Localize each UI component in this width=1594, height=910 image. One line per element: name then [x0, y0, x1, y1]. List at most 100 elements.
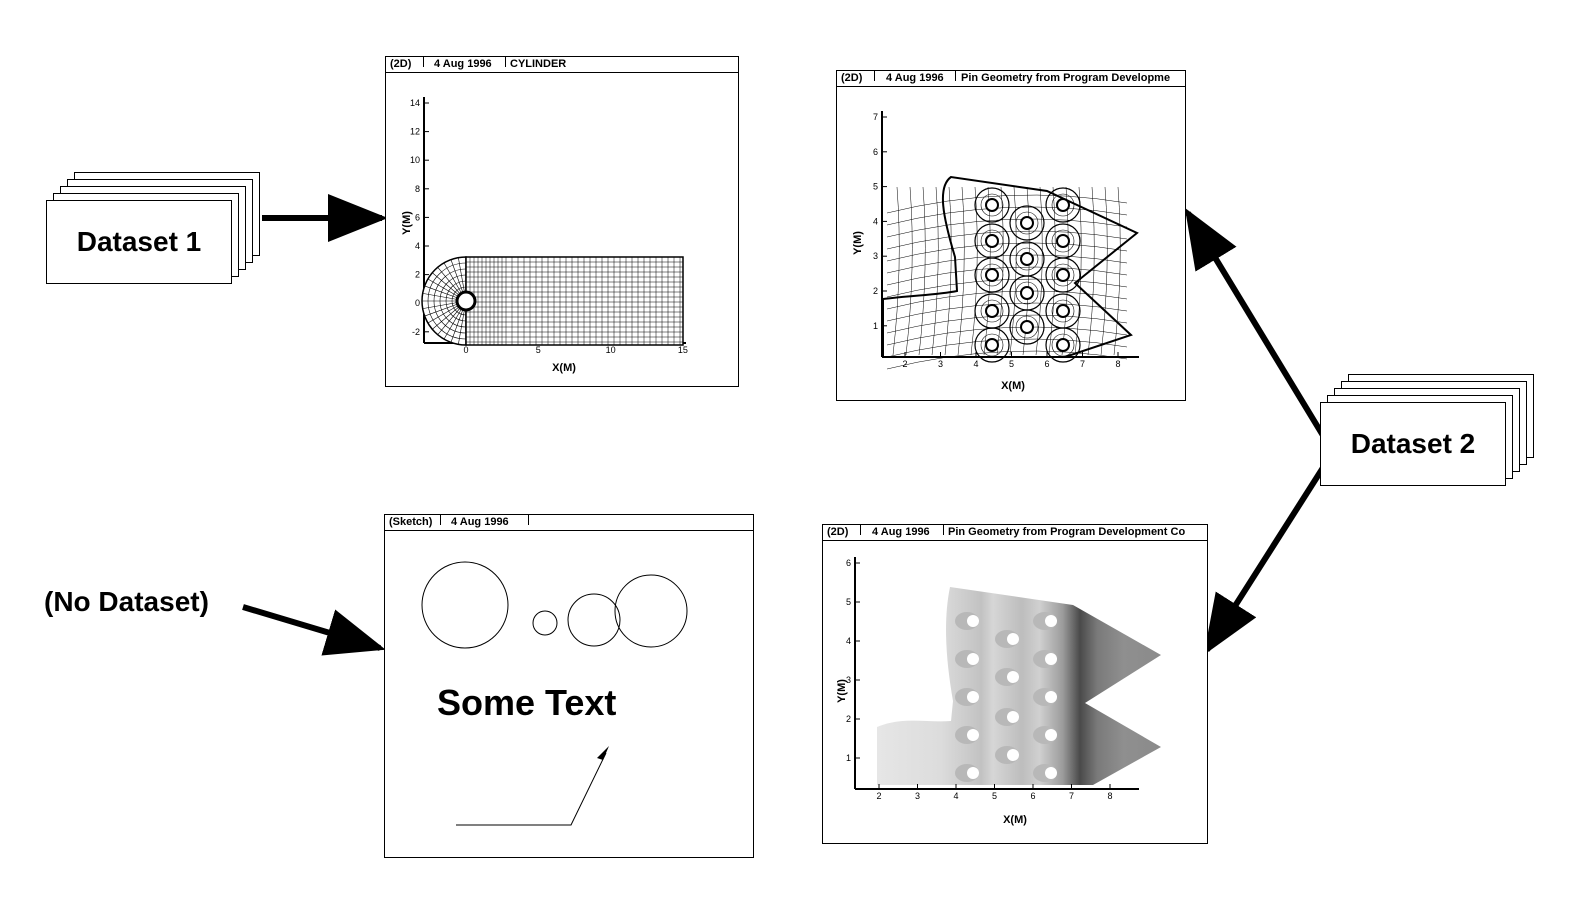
arrow-dataset2-to-pin-mesh: [1184, 207, 1336, 454]
pin-ring: [980, 263, 1004, 287]
y-tick-label: 6: [873, 147, 878, 157]
frame-header: (Sketch) 4 Aug 1996: [385, 515, 753, 531]
mesh-line: [886, 290, 1128, 310]
sketch-circle[interactable]: [567, 593, 621, 647]
y-tick-label: -2: [412, 327, 420, 337]
x-tick-label: 2: [876, 791, 881, 801]
pin: [1007, 633, 1019, 645]
no-dataset-label: (No Dataset): [44, 586, 209, 617]
y-tick-label: 7: [873, 112, 878, 122]
pin-ring: [1015, 315, 1039, 339]
pin-ring: [974, 327, 1010, 363]
pin: [1020, 252, 1034, 266]
pin-ring: [1015, 281, 1039, 305]
frame-pin-mesh[interactable]: (2D) 4 Aug 1996 Pin Geometry from Progra…: [836, 70, 1186, 401]
pin: [1056, 304, 1070, 318]
pin-ring: [980, 229, 1004, 253]
frame-pin-contour[interactable]: (2D) 4 Aug 1996 Pin Geometry from Progra…: [822, 524, 1208, 844]
pin: [967, 615, 979, 627]
x-tick-label: 10: [606, 345, 616, 355]
y-tick-label: 12: [410, 127, 420, 137]
y-tick-label: 1: [846, 753, 851, 763]
mesh-line: [886, 206, 1128, 226]
x-tick-label: 3: [915, 791, 920, 801]
pin-ring: [980, 193, 1004, 217]
pin-ring: [974, 257, 1010, 293]
pin-ring: [1051, 299, 1075, 323]
sketch-text[interactable]: Some Text: [437, 682, 616, 723]
x-tick-label: 5: [992, 791, 997, 801]
x-axis-label: X(M): [1001, 380, 1025, 392]
y-tick-label: 8: [415, 184, 420, 194]
pin: [1020, 320, 1034, 334]
sketch-circle[interactable]: [421, 561, 509, 649]
pin-ring: [1051, 193, 1075, 217]
y-tick-label: 2: [873, 286, 878, 296]
x-tick-label: 3: [938, 359, 943, 369]
frame-header: (2D) 4 Aug 1996 Pin Geometry from Progra…: [823, 525, 1207, 541]
pin-ring: [1045, 187, 1081, 223]
mesh-line: [1048, 186, 1056, 356]
mesh-line: [970, 186, 978, 356]
frame-sketch[interactable]: (Sketch) 4 Aug 1996 Some Text: [384, 514, 754, 858]
mesh-line: [996, 186, 1004, 356]
mesh-line: [886, 194, 1128, 214]
pin-ring: [1051, 229, 1075, 253]
x-tick-label: 15: [678, 345, 688, 355]
dataset2-label: Dataset 2: [1350, 428, 1476, 459]
y-tick-label: 4: [873, 216, 878, 226]
pin: [1056, 268, 1070, 282]
x-tick-label: 5: [1009, 359, 1014, 369]
pin: [1045, 615, 1057, 627]
arrow-nodataset-to-sketch: [242, 604, 386, 656]
x-tick-label: 6: [1030, 791, 1035, 801]
pin: [1007, 711, 1019, 723]
pin: [1007, 671, 1019, 683]
pin: [1045, 653, 1057, 665]
mesh-line: [886, 278, 1128, 298]
y-tick-label: 3: [846, 675, 851, 685]
pin: [1056, 198, 1070, 212]
pin-ring: [1045, 327, 1081, 363]
frame-date: 4 Aug 1996: [434, 58, 492, 70]
pin: [1007, 749, 1019, 761]
y-tick-label: 10: [410, 155, 420, 165]
contour-field: [877, 587, 1161, 785]
mesh-line: [886, 254, 1128, 274]
frame-date: 4 Aug 1996: [886, 72, 944, 84]
mesh-line: [886, 350, 1128, 370]
dataset1-card: Dataset 1: [46, 200, 232, 284]
frame-header: (2D) 4 Aug 1996 Pin Geometry from Progra…: [837, 71, 1185, 87]
x-tick-label: 5: [536, 345, 541, 355]
y-tick-label: 6: [415, 212, 420, 222]
mesh-line: [1035, 186, 1043, 356]
pin: [967, 691, 979, 703]
y-tick-label: 4: [846, 636, 851, 646]
sketch-circle[interactable]: [614, 574, 688, 648]
pin: [1045, 691, 1057, 703]
x-tick-label: 2: [902, 359, 907, 369]
mesh-line: [944, 186, 952, 356]
pin-ring: [974, 187, 1010, 223]
x-tick-label: 8: [1107, 791, 1112, 801]
pin-ring: [980, 299, 1004, 323]
x-tick-label: 0: [463, 345, 468, 355]
mesh-line: [957, 186, 965, 356]
x-tick-label: 7: [1080, 359, 1085, 369]
pin: [985, 198, 999, 212]
y-axis-label: Y(M): [836, 679, 848, 703]
pin-ring: [1009, 205, 1045, 241]
y-tick-label: 4: [415, 241, 420, 251]
sketch-canvas: Some Text: [421, 561, 688, 826]
mesh-line: [892, 186, 900, 356]
sketch-circle[interactable]: [532, 610, 558, 636]
y-tick-label: 5: [846, 597, 851, 607]
x-tick-label: 6: [1044, 359, 1049, 369]
y-tick-label: 2: [415, 270, 420, 280]
frame-mode: (2D): [841, 72, 863, 84]
mesh-line: [886, 218, 1128, 238]
sketch-pointer-line[interactable]: [456, 752, 607, 826]
